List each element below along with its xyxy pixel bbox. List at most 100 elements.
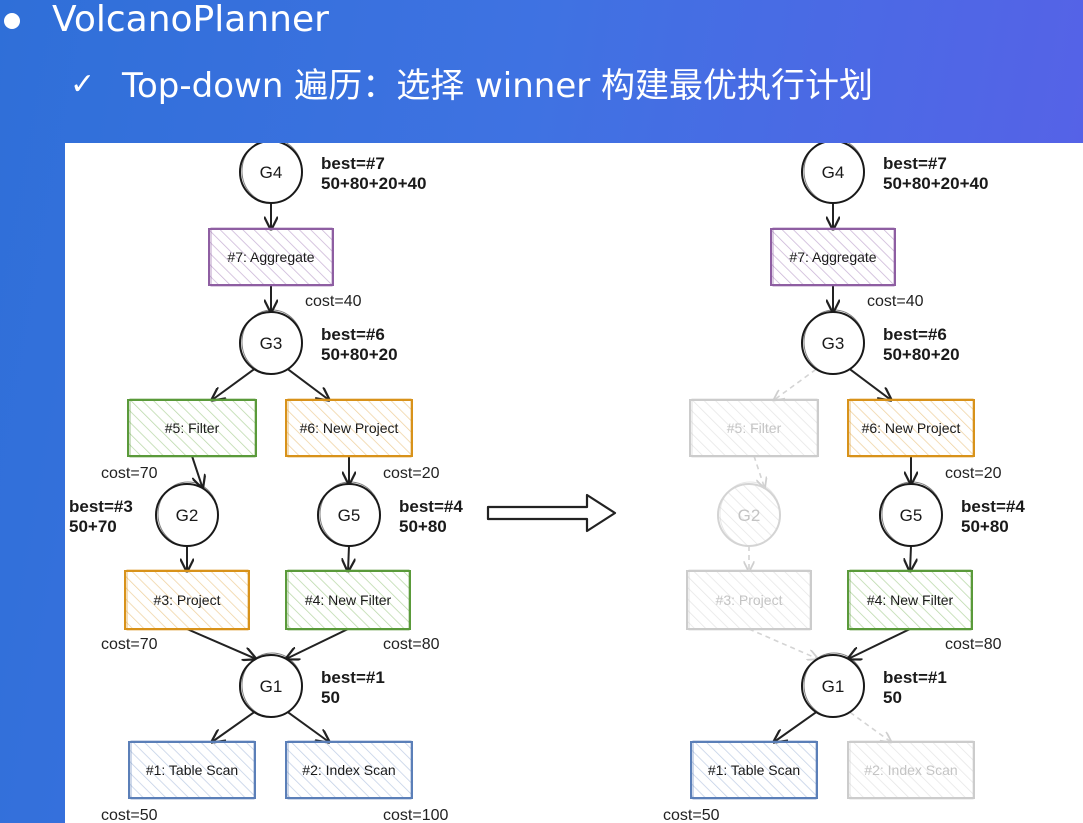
operator-box xyxy=(847,399,975,457)
group-cost-sum: 50+70 xyxy=(69,517,117,536)
operator-box xyxy=(128,741,256,799)
group-best: best=#6 xyxy=(883,325,947,344)
operator-op4: #4: New Filter xyxy=(847,569,973,631)
operator-box-sketch xyxy=(129,398,256,458)
operator-box xyxy=(127,399,257,457)
operator-op3: #3: Project xyxy=(686,569,812,631)
edge-g3-to-op6 xyxy=(849,368,891,400)
operator-op6: #6: New Project xyxy=(285,398,413,458)
group-cost-sum: 50+80+20+40 xyxy=(321,174,426,193)
operator-cost: cost=50 xyxy=(663,807,720,823)
operator-box xyxy=(285,570,411,630)
operator-box xyxy=(770,228,896,286)
operator-box-sketch xyxy=(849,398,974,458)
operator-box-sketch xyxy=(849,569,972,631)
operator-cost: cost=80 xyxy=(945,636,1002,653)
group-label: G4 xyxy=(260,163,283,182)
group-g3: G3 xyxy=(239,309,303,375)
group-circle-sketch xyxy=(803,143,865,204)
operator-box-sketch xyxy=(691,398,818,458)
group-best: best=#7 xyxy=(321,154,385,173)
edge-g1-to-op2 xyxy=(849,711,891,742)
edge-g3-to-op5 xyxy=(212,368,255,400)
slide-title: VolcanoPlanner xyxy=(52,0,329,40)
operator-label: #3: Project xyxy=(154,592,221,608)
group-g5: G5 xyxy=(879,481,943,547)
group-cost-sum: 50+80+20+40 xyxy=(883,174,988,193)
operator-box-sketch xyxy=(772,227,895,287)
group-label: G2 xyxy=(176,506,199,525)
operator-cost: cost=20 xyxy=(945,465,1002,482)
edge-op3-to-g1 xyxy=(748,628,818,659)
group-cost-sum: 50+80+20 xyxy=(883,345,960,364)
edge-op5-to-g2 xyxy=(191,455,203,488)
operator-box xyxy=(847,741,975,799)
group-circle-sketch xyxy=(719,481,781,547)
operator-box xyxy=(124,570,250,630)
operator-box xyxy=(285,741,413,799)
check-icon: ✓ xyxy=(70,67,96,102)
operator-op1: #1: Table Scan xyxy=(690,740,818,800)
group-best: best=#1 xyxy=(321,668,385,687)
operator-op1: #1: Table Scan xyxy=(128,740,256,800)
edge-op4-to-g1 xyxy=(287,628,349,659)
operator-label: #1: Table Scan xyxy=(146,762,238,778)
operator-box-sketch xyxy=(287,398,412,458)
operator-label: #7: Aggregate xyxy=(227,249,314,265)
edge-op4-to-g1 xyxy=(849,628,911,659)
group-circle-sketch xyxy=(241,652,303,718)
group-label: G4 xyxy=(822,163,845,182)
operator-cost: cost=20 xyxy=(383,465,440,482)
operator-label: #2: Index Scan xyxy=(302,762,395,778)
group-g3: G3 xyxy=(801,309,865,375)
operator-box-sketch xyxy=(126,569,249,631)
group-circle-sketch xyxy=(241,309,303,375)
group-best: best=#1 xyxy=(883,668,947,687)
operator-op3: #3: Project xyxy=(124,569,250,631)
group-g5: G5 xyxy=(317,481,381,547)
operator-label: #6: New Project xyxy=(300,420,399,436)
operator-box xyxy=(689,399,819,457)
operator-label: #2: Index Scan xyxy=(864,762,957,778)
operator-op7: #7: Aggregate xyxy=(770,227,896,287)
operator-op4: #4: New Filter xyxy=(285,569,411,631)
operator-op2: #2: Index Scan xyxy=(285,740,413,800)
edge-g3-to-op5 xyxy=(774,368,817,400)
operator-label: #3: Project xyxy=(716,592,783,608)
group-circle-sketch xyxy=(319,481,381,547)
operator-op5: #5: Filter xyxy=(127,398,257,458)
edge-g1-to-op1 xyxy=(212,711,255,742)
group-g2: G2 xyxy=(717,481,781,547)
operator-label: #6: New Project xyxy=(862,420,961,436)
operator-op5: #5: Filter xyxy=(689,398,819,458)
group-g1: G1 xyxy=(801,652,865,718)
edge-g1-to-op1 xyxy=(774,711,817,742)
operator-label: #5: Filter xyxy=(727,420,782,436)
edge-g3-to-op6 xyxy=(287,368,329,400)
group-circle-sketch xyxy=(803,652,865,718)
bullet-dot xyxy=(4,13,20,29)
group-g4: G4 xyxy=(801,143,865,204)
operator-box xyxy=(208,228,334,286)
edge-g1-to-op2 xyxy=(287,711,329,742)
operator-box xyxy=(285,399,413,457)
group-label: G3 xyxy=(260,334,283,353)
slide-subtitle: Top-down 遍历：选择 winner 构建最优执行计划 xyxy=(122,66,874,106)
operator-op7: #7: Aggregate xyxy=(208,227,334,287)
group-best: best=#4 xyxy=(399,497,463,516)
group-g4: G4 xyxy=(239,143,303,204)
group-cost-sum: 50+80 xyxy=(399,517,447,536)
operator-cost: cost=70 xyxy=(101,465,158,482)
edge-op3-to-g1 xyxy=(186,628,256,659)
group-g2: G2 xyxy=(155,481,219,547)
operator-op6: #6: New Project xyxy=(847,398,975,458)
group-best: best=#6 xyxy=(321,325,385,344)
operator-cost: cost=100 xyxy=(383,807,448,823)
operator-label: #4: New Filter xyxy=(305,592,392,608)
operator-box-sketch xyxy=(849,740,974,800)
operator-box-sketch xyxy=(287,740,412,800)
operator-box xyxy=(847,570,973,630)
group-label: G5 xyxy=(338,506,361,525)
